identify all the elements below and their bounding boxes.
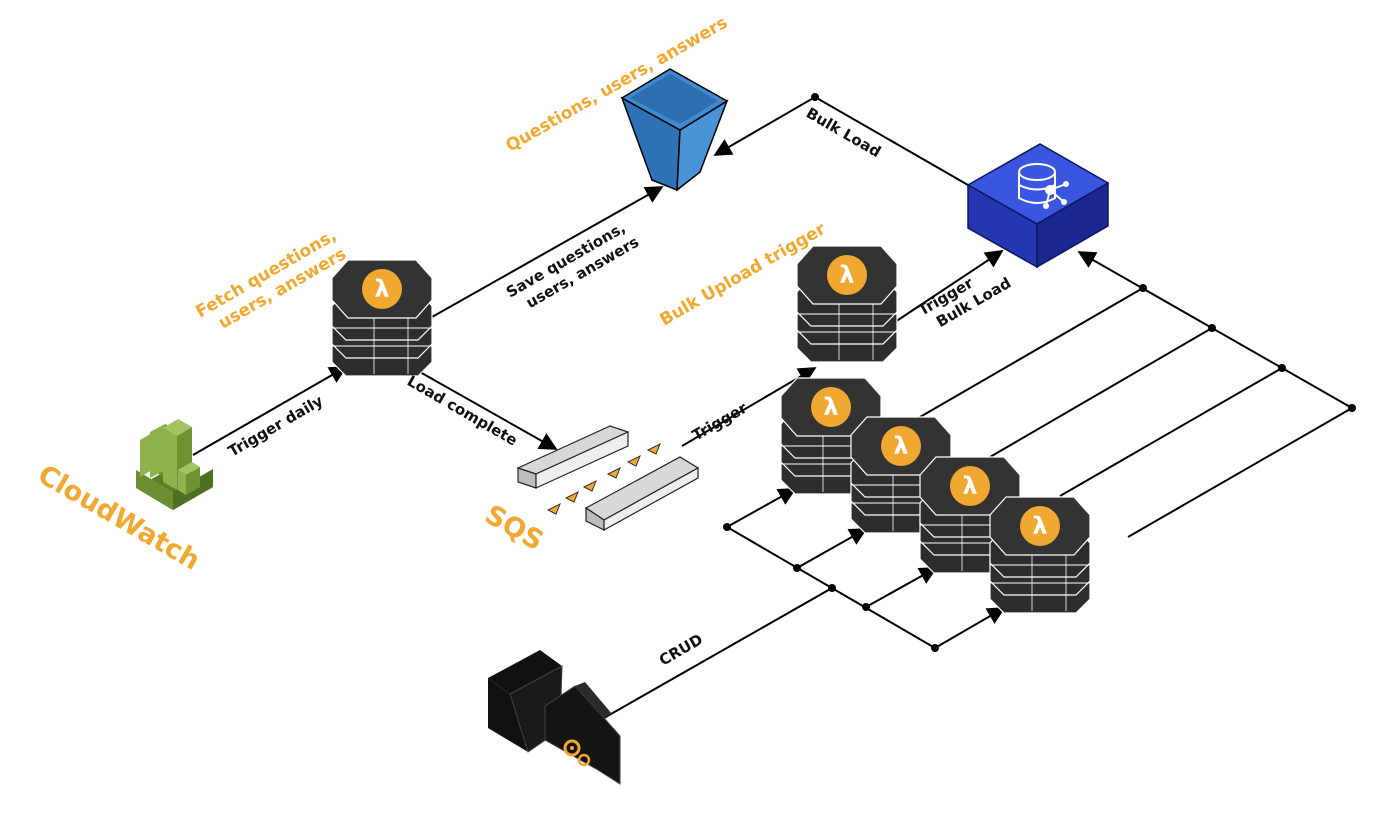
trigger-bulk-load-label: Trigger Bulk Load	[915, 257, 1014, 336]
trigger-daily-label: Trigger daily	[225, 392, 326, 461]
client-app-icon	[488, 650, 621, 785]
edge-trigger	[681, 367, 817, 447]
trigger-label: Trigger	[689, 398, 751, 444]
edge-save	[431, 186, 664, 318]
load-complete-label: Load complete	[404, 372, 521, 450]
cloudwatch-icon	[136, 419, 213, 510]
sqs-queue-icon	[516, 425, 700, 532]
s3-bucket-icon	[620, 68, 729, 192]
fetch-lambda-label: Fetch questions,users, answers	[193, 226, 351, 341]
bulk-upload-lambda-icon	[796, 245, 898, 363]
crud-lambda-icon-4	[989, 496, 1091, 614]
edge-load-complete	[403, 362, 558, 450]
save-label: Save questions, users, answers	[503, 216, 643, 318]
fetch-lambda-icon	[331, 259, 433, 377]
edge-crud	[603, 587, 833, 719]
neptune-database-icon	[966, 143, 1110, 269]
edge-trigger-daily	[192, 366, 348, 456]
sqs-label: SQS	[480, 499, 549, 557]
edge-trigger-bulk-load	[894, 250, 1004, 323]
